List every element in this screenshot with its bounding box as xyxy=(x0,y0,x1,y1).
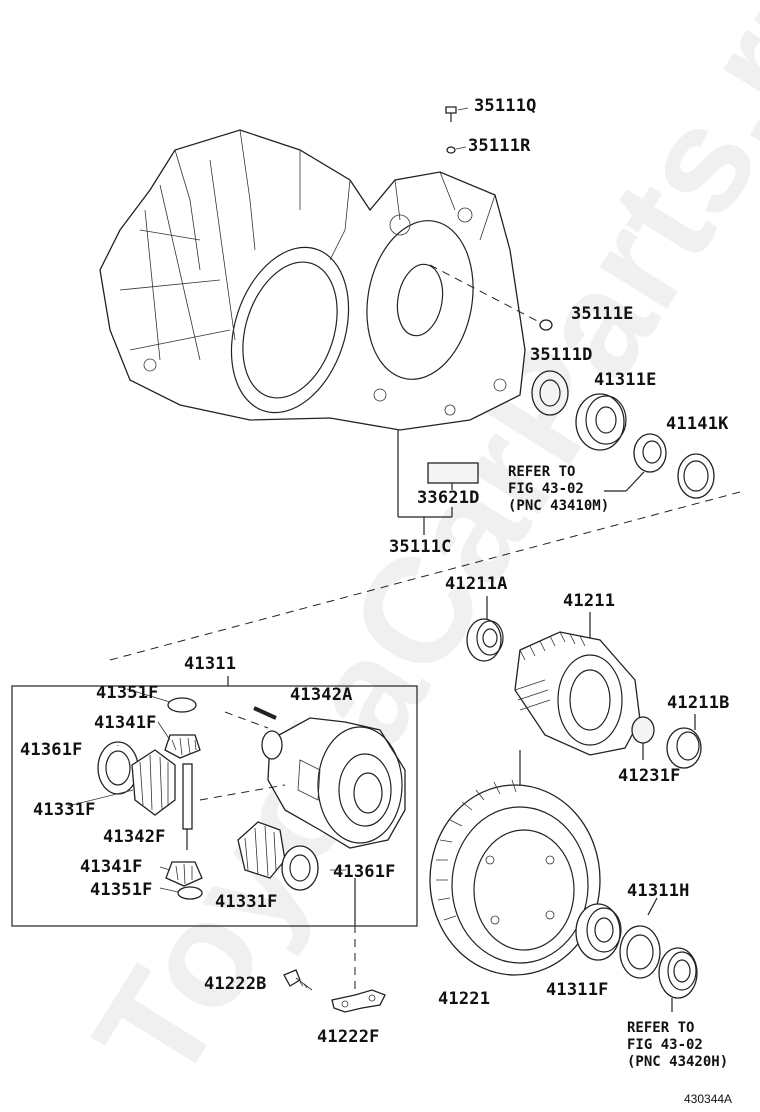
label-41342a[interactable]: 41342A xyxy=(290,685,353,705)
label-41331f-left[interactable]: 41331F xyxy=(33,800,96,820)
oring-35111e-part[interactable] xyxy=(539,319,553,331)
label-41221[interactable]: 41221 xyxy=(438,989,491,1009)
ring-gear-41221-part[interactable] xyxy=(429,750,601,976)
bearing-41311e-part[interactable] xyxy=(575,393,627,451)
label-35111e[interactable]: 35111E xyxy=(571,304,634,324)
label-41311e[interactable]: 41311E xyxy=(594,370,657,390)
label-41222b[interactable]: 41222B xyxy=(204,974,267,994)
refer-top-line2: FIG 43-02 xyxy=(508,481,584,497)
shaft-41342f-part[interactable] xyxy=(182,763,193,850)
gear-41211-part[interactable] xyxy=(514,612,641,756)
washer-41361f-right-part[interactable] xyxy=(281,845,319,891)
label-41311h[interactable]: 41311H xyxy=(627,881,690,901)
bearing-41311f-part[interactable] xyxy=(575,903,622,961)
label-41341f-top[interactable]: 41341F xyxy=(94,713,157,733)
label-35111q[interactable]: 35111Q xyxy=(474,96,537,116)
pin-35111r-part[interactable] xyxy=(446,146,467,154)
label-41211a[interactable]: 41211A xyxy=(445,574,508,594)
plate-41222f-part[interactable] xyxy=(331,989,386,1013)
transaxle-housing[interactable] xyxy=(99,129,526,431)
label-35111d[interactable]: 35111D xyxy=(530,345,593,365)
bearing-41211b-part[interactable] xyxy=(666,714,702,769)
label-41351f-bottom[interactable]: 41351F xyxy=(90,880,153,900)
label-41222f[interactable]: 41222F xyxy=(317,1027,380,1047)
label-35111c[interactable]: 35111C xyxy=(389,537,452,557)
label-41311[interactable]: 41311 xyxy=(184,654,237,674)
refer-top-line1: REFER TO xyxy=(508,464,576,480)
bolt-35111q-part[interactable] xyxy=(445,106,469,122)
label-41231f[interactable]: 41231F xyxy=(618,766,681,786)
figure-code: 430344A xyxy=(684,1092,733,1106)
label-33621d[interactable]: 33621D xyxy=(417,488,480,508)
side-gear-41331f-left-part[interactable] xyxy=(131,749,176,816)
pinion-41341f-bottom-part[interactable] xyxy=(165,861,203,887)
label-41341f-bottom[interactable]: 41341F xyxy=(80,857,143,877)
label-41351f-top[interactable]: 41351F xyxy=(96,683,159,703)
seal-35111d-part[interactable] xyxy=(531,370,569,416)
side-gear-41331f-bottom-part[interactable] xyxy=(237,821,286,879)
bolt-41222b-part[interactable] xyxy=(283,969,313,991)
refer-top-line3: (PNC 43410M) xyxy=(508,498,610,514)
refer-bottom-line1: REFER TO xyxy=(627,1020,695,1036)
label-41342f[interactable]: 41342F xyxy=(103,827,166,847)
pinion-41341f-top-part[interactable] xyxy=(164,734,201,759)
differential-case-41311-part[interactable] xyxy=(261,717,406,849)
label-41331f-bottom[interactable]: 41331F xyxy=(215,892,278,912)
bearing-41211a-part[interactable] xyxy=(466,596,504,662)
shim-41311h-part[interactable] xyxy=(619,897,661,979)
washer-41351f-bottom-part[interactable] xyxy=(177,886,203,900)
refer-bottom-line2: FIG 43-02 xyxy=(627,1037,703,1053)
plate-33621d-part[interactable] xyxy=(427,462,479,484)
refer-note-bottom[interactable]: REFER TO FIG 43-02 (PNC 43420H) xyxy=(627,1020,728,1071)
refer-bottom-line3: (PNC 43420H) xyxy=(627,1054,729,1070)
pin-41342a-part[interactable] xyxy=(253,706,277,720)
label-41211[interactable]: 41211 xyxy=(563,591,616,611)
label-35111r[interactable]: 35111R xyxy=(468,136,531,156)
differential-assembly-frame xyxy=(11,685,418,927)
bearing-refer-top-part[interactable] xyxy=(633,433,667,473)
label-41211b[interactable]: 41211B xyxy=(667,693,730,713)
label-41361f-left[interactable]: 41361F xyxy=(20,740,83,760)
bearing-refer-bottom-part[interactable] xyxy=(658,947,698,1012)
bushing-41231f-part[interactable] xyxy=(631,716,655,760)
shim-41141k-part[interactable] xyxy=(677,453,715,499)
label-41311f[interactable]: 41311F xyxy=(546,980,609,1000)
label-41141k[interactable]: 41141K xyxy=(666,414,729,434)
washer-41351f-top-part[interactable] xyxy=(167,697,197,713)
refer-note-top[interactable]: REFER TO FIG 43-02 (PNC 43410M) xyxy=(508,464,609,515)
label-41361f-right[interactable]: 41361F xyxy=(333,862,396,882)
